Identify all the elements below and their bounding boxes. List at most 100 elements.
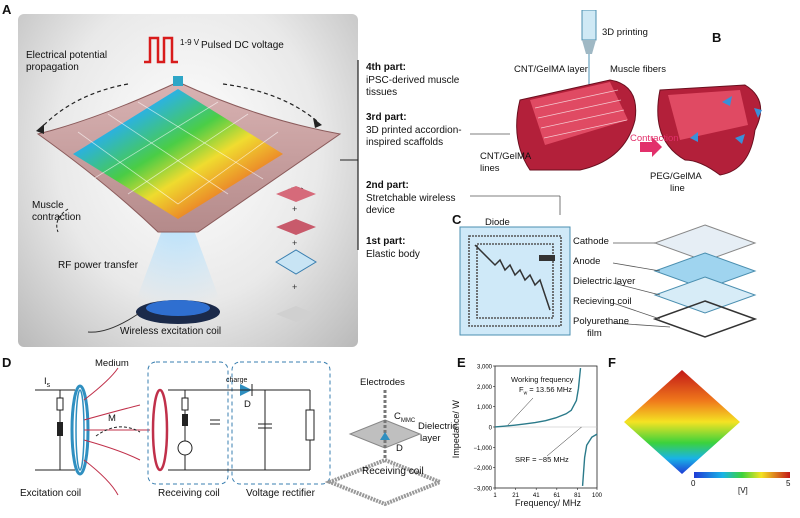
x-tick-label: 21 [512, 493, 519, 499]
svg-text:+: + [292, 204, 297, 214]
part4-desc2: tissues [366, 87, 398, 98]
serpentine-electrode [474, 244, 551, 311]
peg-label1: PEG/GelMA [650, 171, 702, 182]
part4-desc1: iPSC-derived muscle [366, 75, 460, 86]
part2-title: 2nd part: [366, 180, 409, 191]
d-3d-label: D [396, 443, 403, 454]
printer-nozzle [581, 10, 597, 41]
receiving-3d-label: Receiving coil [362, 466, 424, 477]
coil-label: Wireless excitation coil [120, 326, 222, 337]
y-tick-label: 3,000 [477, 365, 493, 371]
x-tick-label: 100 [592, 493, 603, 499]
srf-pointer [546, 426, 582, 457]
rf-beam [133, 214, 223, 309]
device-outline [459, 226, 571, 336]
peg-label2: line [670, 183, 685, 194]
svg-text:+: + [292, 238, 297, 248]
x-tick-label: 41 [533, 493, 540, 499]
ylabel: Impedance/ W [450, 400, 461, 459]
diode-d-label: D [244, 399, 251, 410]
potential-map [73, 89, 283, 219]
panel-a-illustration: + + + Pulsed DC voltage 1-9 V Electrical… [18, 14, 358, 347]
xlabel: Frequency/ MHz [515, 498, 582, 508]
printing-label: 3D printing [602, 27, 648, 38]
svg-text:+: + [292, 282, 297, 292]
part3-desc1: 3D printed accordion- [366, 125, 462, 136]
panel-b-label: B [712, 30, 722, 45]
diode-label: Diode [485, 217, 510, 228]
voltage-range: 1-9 V [180, 38, 200, 47]
contraction-label: Contraction [630, 133, 679, 144]
dielectric-3d-label2: layer [420, 433, 441, 444]
contraction-arrow [640, 137, 662, 157]
muscle-line2: contraction [32, 212, 81, 223]
layer-dielectric [653, 276, 757, 314]
dielectric-label: Dielectric layer [573, 276, 636, 287]
part3-title: 3rd part: [366, 112, 407, 123]
panel-d-circuit: Medium Is M charge D Excitation coil Rec… [0, 350, 457, 518]
srf-label: SRF = ~85 MHz [515, 455, 569, 464]
is-label: Is [44, 376, 51, 389]
resistor-rtc [56, 397, 64, 411]
receiving-coil-symbol [151, 388, 169, 472]
y-tick-label: −1,000 [473, 446, 492, 452]
fibers-label: Muscle fibers [610, 64, 666, 75]
working-freq-label: Working frequency [511, 375, 574, 384]
cbar-unit: [V] [738, 486, 748, 495]
device-3d-coil [324, 457, 446, 507]
cmmc-label: CMMC [394, 411, 416, 424]
medium-label: Medium [95, 358, 129, 369]
y-tick-label: −3,000 [473, 487, 492, 493]
panel-f-label: F [608, 355, 616, 370]
electrodes-label: Electrodes [360, 377, 405, 388]
impedance-line-1 [494, 367, 582, 428]
colorbar [694, 472, 790, 478]
part3-desc2: inspired scaffolds [366, 137, 444, 148]
y-tick-label: 2,000 [477, 385, 493, 391]
y-tick-label: 1,000 [477, 405, 493, 411]
muscle-line1: Muscle [32, 200, 64, 211]
potential-map-f: 0 5 [V] [612, 360, 800, 515]
layer-coil [652, 300, 758, 338]
charge-label: charge [226, 377, 248, 384]
x-tick-label: 61 [553, 493, 560, 499]
polyurethane-label2: film [587, 328, 602, 339]
panel-b-illustration: 3D printing CNT/GelMA layer Muscle fiber… [480, 10, 800, 194]
x-tick-label: 1 [493, 493, 497, 499]
pulse-wave [144, 36, 178, 64]
propagation-line1: Electrical potential [26, 50, 108, 61]
rf-label: RF power transfer [58, 260, 139, 271]
receiving-label: Recieving coil [573, 296, 632, 307]
polyurethane-label1: Polyurethane [573, 316, 629, 327]
connector [173, 76, 183, 86]
cnt-lines-label1: CNT/GelMA [480, 151, 532, 162]
m-label: M [108, 413, 116, 424]
panel-c-illustration: Diode Cathode Anode Dielectric layer Rec… [455, 215, 800, 345]
pulse-label: Pulsed DC voltage [201, 40, 284, 51]
fw-label: Fw = 13.56 MHz [519, 385, 573, 397]
potential-diamond [624, 370, 740, 474]
excitation-coil-label: Excitation coil [20, 488, 82, 499]
rectifier-label: Voltage rectifier [246, 488, 315, 499]
panel-c-label: C [452, 212, 462, 227]
cbar-tick-0: 0 [691, 479, 696, 488]
inductor-ltc [57, 422, 63, 436]
x-tick-label: 81 [574, 493, 581, 499]
working-freq-pointer [507, 397, 534, 426]
part1-desc1: Elastic body [366, 249, 420, 260]
y-tick-label: −2,000 [473, 466, 492, 472]
part1-title: 1st part: [366, 236, 406, 247]
part2-desc1: Stretchable wireless [366, 193, 456, 204]
panel-a-label: A [2, 2, 12, 17]
exploded-parts: + + + [275, 186, 317, 322]
y-tick-label: 0 [489, 426, 493, 432]
panel-d-label: D [2, 355, 12, 370]
cnt-lines-label2: lines [480, 163, 500, 174]
panel-e-label: E [457, 355, 466, 370]
anode-label: Anode [573, 256, 601, 267]
part4-title: 4th part: [366, 62, 406, 73]
cnt-layer-label: CNT/GelMA layer [514, 64, 588, 75]
receiving-coil-label: Receiving coil [158, 488, 220, 499]
cbar-tick-5: 5 [786, 479, 791, 488]
